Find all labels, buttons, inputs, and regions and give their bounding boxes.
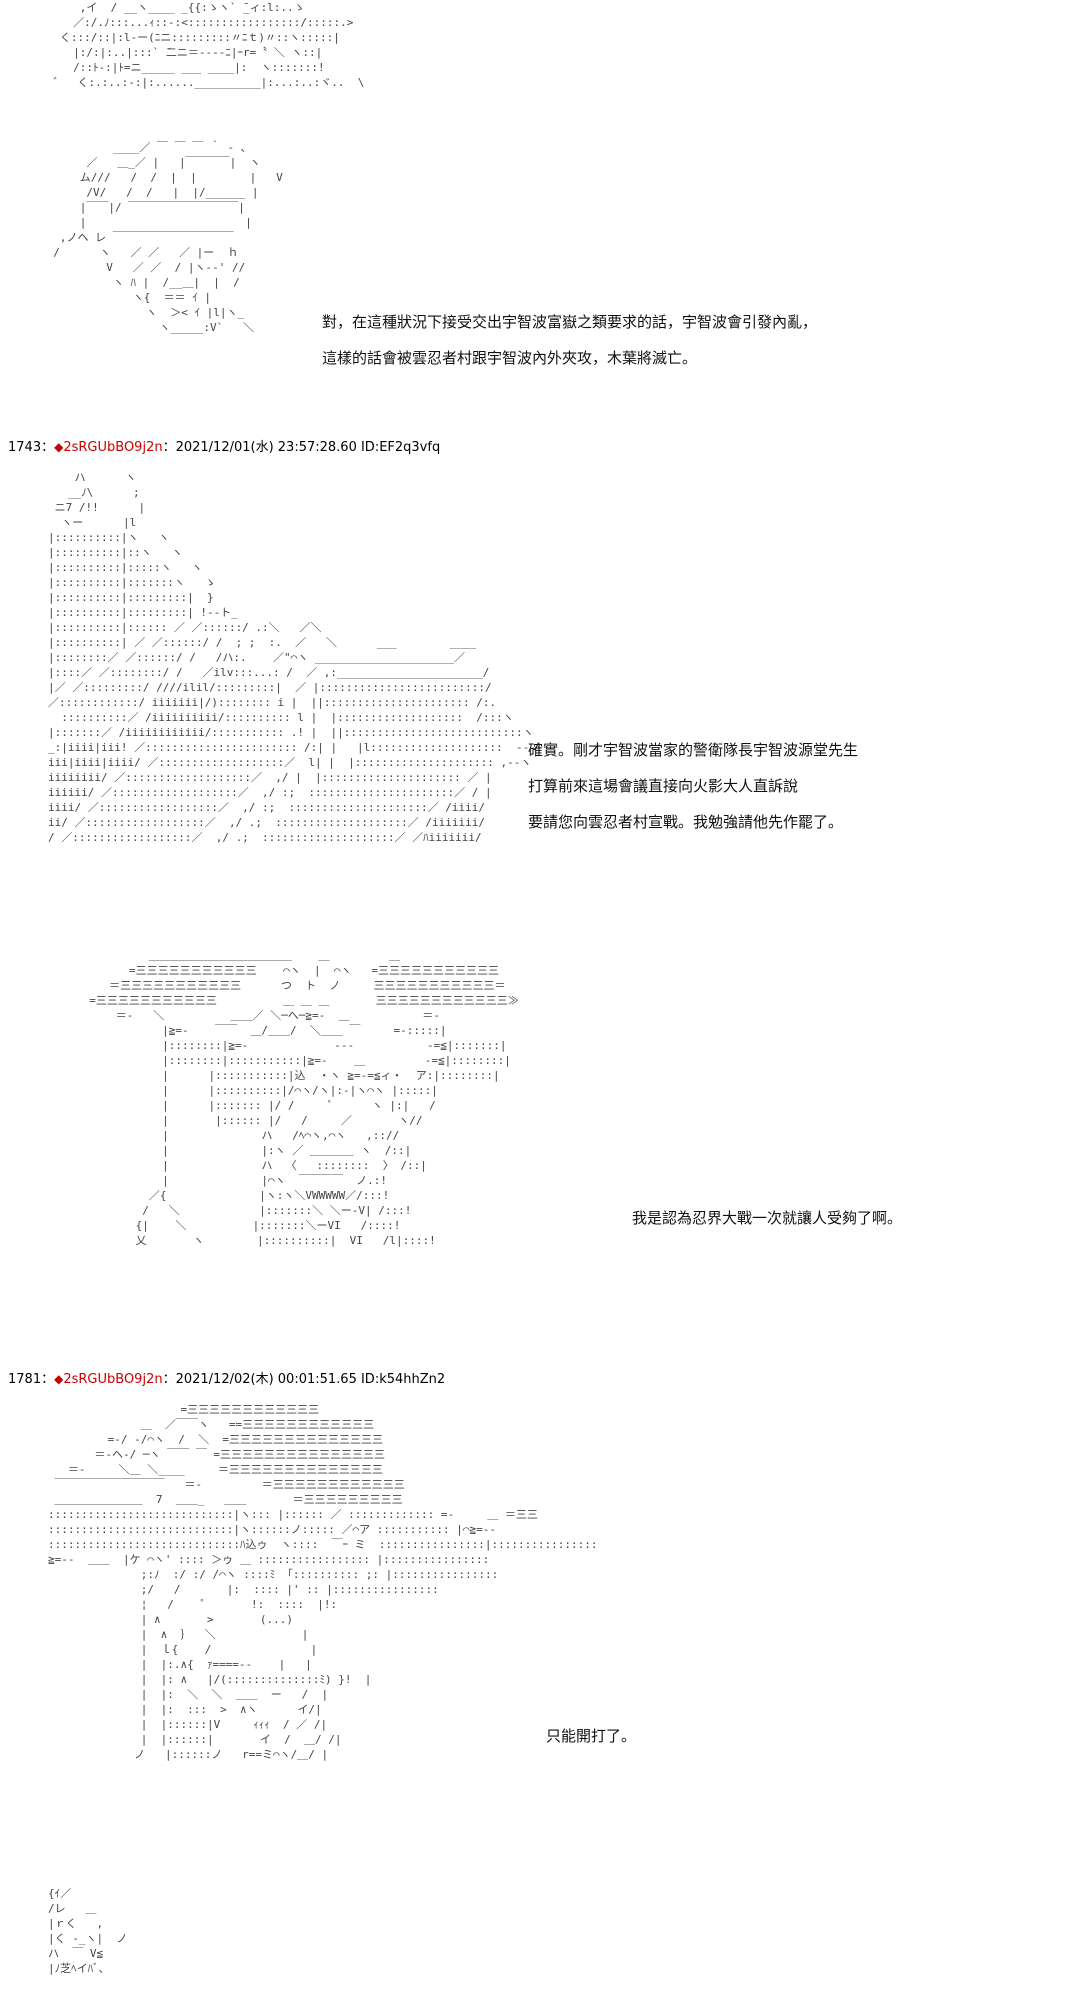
- ascii-art-panel-4: ＿＿＿＿＿＿＿＿＿＿＿＿＿ ＿ ＿ =三三三三三三三三三三三 ⌒ヽ | ⌒ヽ =…: [89, 949, 519, 1247]
- dialogue-line: 我是認為忍界大戰一次就讓人受夠了啊。: [632, 1209, 903, 1227]
- dialogue-line: 打算前來這場會議直接向火影大人直訴說: [528, 777, 799, 795]
- poster-name: 2sRGUbBO9j2n: [63, 1372, 163, 1387]
- trip-diamond-icon: ◆: [54, 440, 64, 454]
- dialogue-panel-5: 只能開打了。: [546, 1718, 636, 1754]
- ascii-art-panel-3: ハ ヽ __ﾉ\ ; ニ7 /!! | ヽー |l |::::::::::|ヽ …: [48, 471, 543, 844]
- ascii-art-panel-2: ____／ ￣ ￣ ￣ ｀ - ､ ／ ＿_／ | |￣￣￣￣| ヽ ム/// …: [53, 141, 283, 334]
- dialogue-line: 只能開打了。: [546, 1727, 637, 1745]
- dialogue-panel-2: 對，在這種狀況下接受交出宇智波富嶽之類要求的話，宇智波會引發內亂， 這樣的話會被…: [322, 304, 817, 376]
- dialogue-line: 對，在這種狀況下接受交出宇智波富嶽之類要求的話，宇智波會引發內亂，: [322, 313, 818, 331]
- post-separator: ：: [41, 1372, 55, 1387]
- dialogue-panel-3: 確實。剛才宇智波當家的警衛隊長宇智波源堂先生 打算前來這場會議直接向火影大人直訴…: [528, 732, 858, 840]
- post-info: ：2021/12/01(水) 23:57:28.60 ID:EF2q3vfq: [162, 440, 441, 455]
- post-header-1781: 1781：◆2sRGUbBO9j2n：2021/12/02(木) 00:01:5…: [8, 1368, 445, 1387]
- dialogue-line: 這樣的話會被雲忍者村跟宇智波內外夾攻，木葉將滅亡。: [322, 349, 698, 367]
- post-separator: ：: [41, 440, 55, 455]
- post-header-1743: 1743：◆2sRGUbBO9j2n：2021/12/01(水) 23:57:2…: [8, 436, 440, 455]
- dialogue-line: 要請您向雲忍者村宣戰。我勉強請他先作罷了。: [528, 813, 844, 831]
- ascii-art-panel-1: ,イ / __ヽ____ _{{:ゝヽ` ̄_ィ:l:..ゝ ／:/.ﾉ:::.…: [53, 1, 365, 89]
- post-number: 1781: [8, 1372, 42, 1387]
- poster-name: 2sRGUbBO9j2n: [63, 440, 163, 455]
- ascii-art-panel-5: =三三三三三三三三三三三三 ＿ ／￣￣ヽ ==三三三三三三三三三三三三 =-/ …: [48, 1403, 598, 1761]
- trip-diamond-icon: ◆: [54, 1372, 64, 1386]
- post-info: ：2021/12/02(木) 00:01:51.65 ID:k54hhZn2: [162, 1372, 446, 1387]
- dialogue-panel-4: 我是認為忍界大戰一次就讓人受夠了啊。: [632, 1200, 902, 1236]
- dialogue-line: 確實。剛才宇智波當家的警衛隊長宇智波源堂先生: [528, 741, 859, 759]
- ascii-art-panel-6: {ｲ／ /レ ＿ |ｒく , |く -_ヽ| ノ ハ ￣ V≦ |ﾉ芝ﾍイﾊﾞ、: [48, 1887, 128, 1975]
- post-number: 1743: [8, 440, 42, 455]
